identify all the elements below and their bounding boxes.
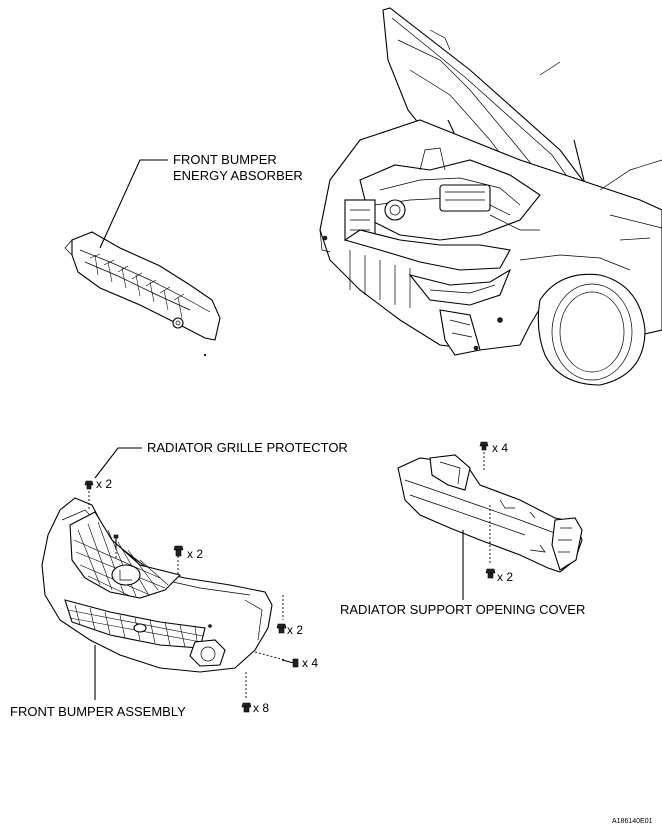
bumper-bottom-clip-icon <box>241 702 252 713</box>
grille-clip-qty: x 2 <box>96 477 112 491</box>
support-cover-label: RADIATOR SUPPORT OPENING COVER <box>340 602 585 617</box>
grille-protector-label: RADIATOR GRILLE PROTECTOR <box>147 440 348 455</box>
bumper-upper-clip-icon <box>173 545 184 557</box>
grille-protector-leader-line <box>94 447 142 479</box>
bumper-upper-clip-qty: x 2 <box>187 547 203 561</box>
energy-absorber-illustration <box>64 231 221 357</box>
grille-screw-icon <box>113 534 119 548</box>
bumper-screw-qty: x 4 <box>302 656 318 670</box>
bumper-assembly-label: FRONT BUMPER ASSEMBLY <box>10 704 186 719</box>
bumper-side-clip-icon <box>276 623 287 634</box>
energy-absorber-label-line2: ENERGY ABSORBER <box>173 168 303 183</box>
figure-code: A186140E01 <box>612 818 653 825</box>
bumper-bottom-clip-qty: x 8 <box>253 701 269 715</box>
energy-absorber-label-line1: FRONT BUMPER <box>173 152 277 167</box>
energy-absorber-leader-line <box>99 159 168 249</box>
front-bumper-assembly-illustration <box>41 497 273 673</box>
cover-bottom-clip-icon <box>485 568 496 579</box>
grille-clip-icon <box>84 480 94 490</box>
cover-bottom-clip-qty: x 2 <box>497 570 513 584</box>
bumper-screw-icon <box>281 658 299 668</box>
bumper-side-clip-qty: x 2 <box>287 623 303 637</box>
cover-top-clip-qty: x 4 <box>492 441 508 455</box>
cover-top-clip-icon <box>479 441 489 451</box>
vehicle-engine-bay-illustration <box>319 7 662 386</box>
